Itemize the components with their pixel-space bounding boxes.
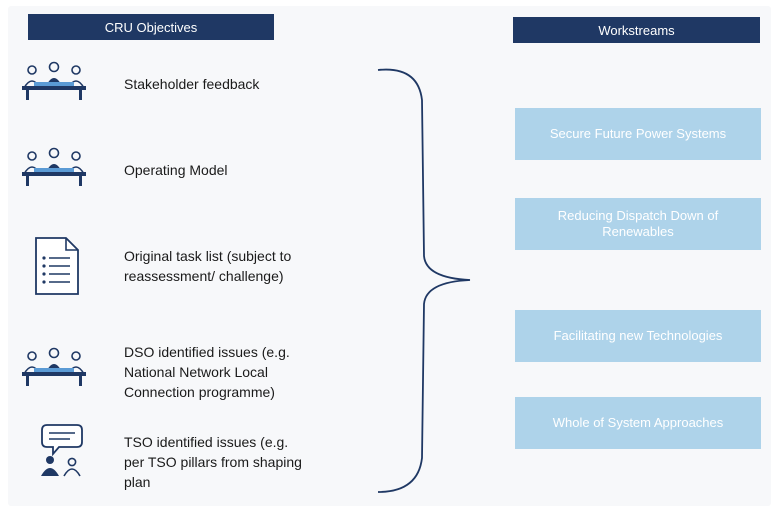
grouping-brace [377, 68, 471, 493]
workstream-label-line: Reducing Dispatch Down of [557, 208, 719, 223]
speech-people-icon [36, 424, 108, 484]
objective-label: Stakeholder feedback [124, 76, 260, 92]
objective-label-line: per TSO pillars from shaping [124, 454, 302, 470]
workstream-label: Facilitating new Technologies [553, 328, 723, 343]
objectives-header: CRU Objectives [28, 14, 274, 40]
workstream-whole-of-system-approaches: Whole of System Approaches [515, 397, 761, 449]
objective-dso-issues: DSO identified issues (e.g. National Net… [18, 338, 378, 400]
objective-label-line: plan [124, 474, 151, 490]
objective-label-line: DSO identified issues (e.g. [124, 344, 290, 360]
objective-label-line: Connection programme) [124, 384, 275, 400]
workstream-facilitating-new-technologies: Facilitating new Technologies [515, 310, 761, 362]
meeting-icon [18, 60, 90, 120]
meeting-icon [18, 146, 90, 206]
workstream-reducing-dispatch-down: Reducing Dispatch Down of Renewables [515, 198, 761, 250]
objective-label-line: Original task list (subject to [124, 248, 292, 264]
workstream-label: Whole of System Approaches [552, 415, 724, 430]
workstreams-header: Workstreams [513, 17, 760, 43]
workstream-label: Secure Future Power Systems [549, 126, 727, 141]
objective-label-line: TSO identified issues (e.g. [124, 434, 289, 450]
objective-label: Original task list (subject to reassessm… [124, 246, 369, 286]
objective-original-task-list: Original task list (subject to reassessm… [18, 236, 378, 296]
meeting-icon [18, 346, 90, 406]
objectives-header-label: CRU Objectives [104, 19, 198, 35]
workstream-secure-future-power-systems: Secure Future Power Systems [515, 108, 761, 160]
objective-label: TSO identified issues (e.g. per TSO pill… [124, 432, 369, 492]
objective-label-line: reassessment/ challenge) [124, 268, 284, 284]
objective-tso-issues: TSO identified issues (e.g. per TSO pill… [18, 424, 378, 490]
workstream-label-line: Renewables [602, 224, 674, 239]
objective-label: Operating Model [124, 162, 228, 178]
objective-label-line: National Network Local [124, 364, 268, 380]
objective-stakeholder-feedback: Stakeholder feedback [18, 60, 378, 120]
workstreams-header-label: Workstreams [598, 22, 675, 38]
document-list-icon [32, 236, 104, 296]
objective-operating-model: Operating Model [18, 146, 378, 206]
objective-label: DSO identified issues (e.g. National Net… [124, 342, 369, 402]
